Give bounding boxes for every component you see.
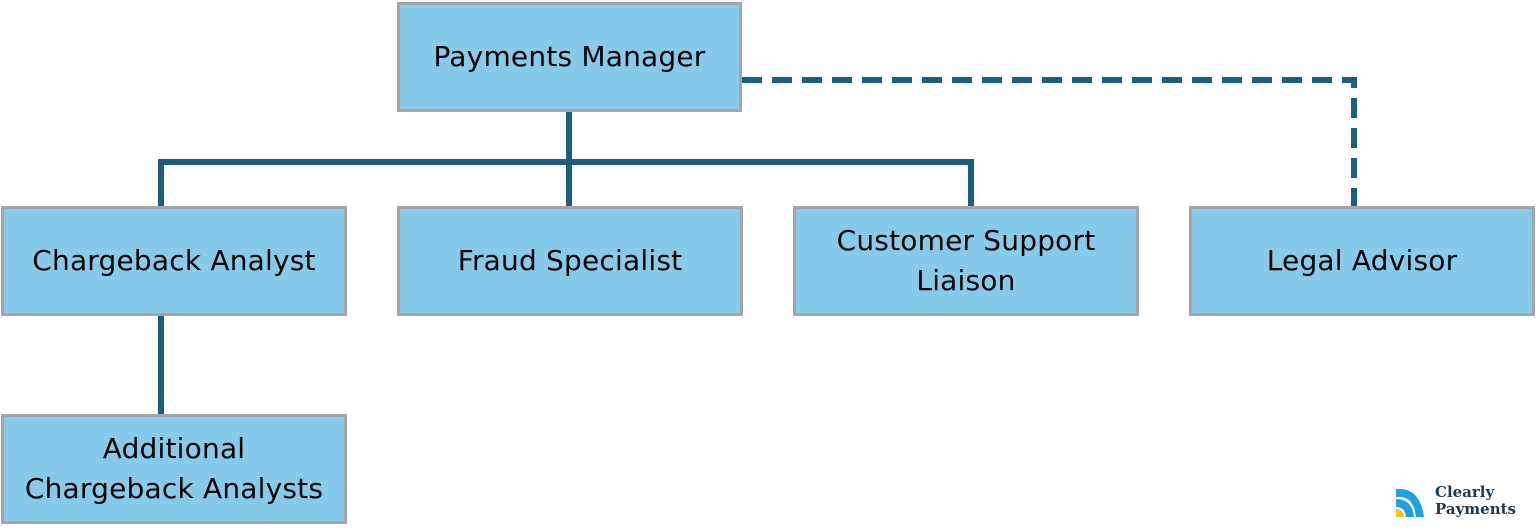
node-customer-support-liaison: Customer Support Liaison [793,206,1139,316]
node-label: Additional Chargeback Analysts [24,432,324,505]
clearly-payments-logo: Clearly Payments [1394,481,1534,521]
logo-text-line2: Payments [1435,500,1517,518]
node-label: Legal Advisor [1266,244,1458,277]
clearly-payments-logo-icon [1396,488,1424,517]
node-additional-chargeback-analysts: Additional Chargeback Analysts [1,414,347,524]
connector-manager-to-legal-dashed [742,77,1357,206]
node-payments-manager: Payments Manager [397,2,742,112]
logo-text-line1: Clearly [1435,483,1495,501]
node-label: Chargeback Analyst [32,244,316,277]
node-chargeback-analyst: Chargeback Analyst [1,206,347,316]
node-legal-advisor: Legal Advisor [1189,206,1535,316]
node-label: Customer Support Liaison [836,224,1096,297]
node-label: Fraud Specialist [457,244,683,277]
node-fraud-specialist: Fraud Specialist [397,206,743,316]
node-label: Payments Manager [433,40,706,73]
